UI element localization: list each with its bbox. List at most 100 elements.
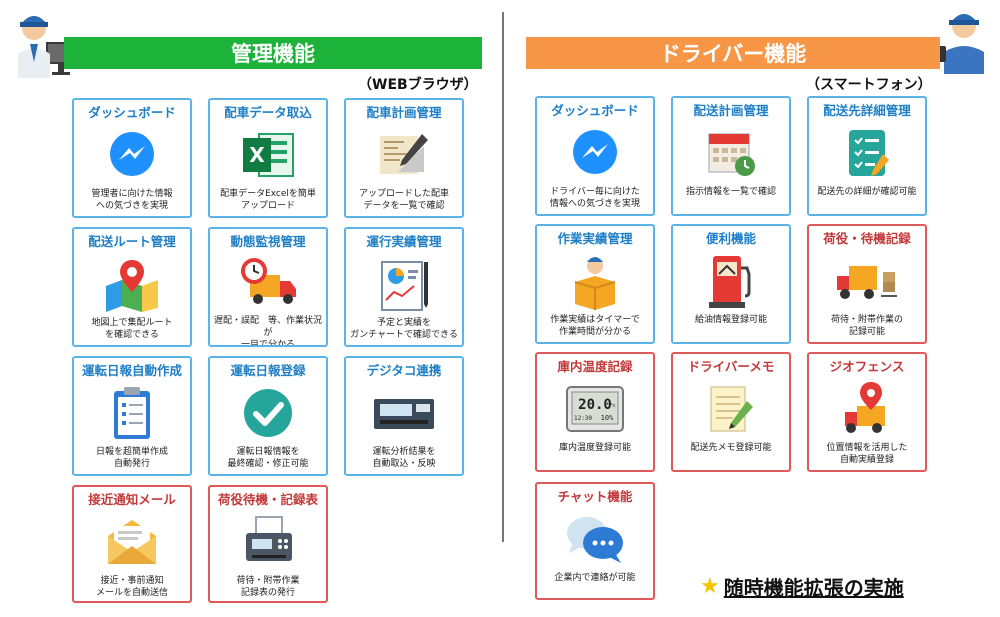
mgmt-card-report-register: 運転日報登録 運転日報情報を 最終確認・修正可能 [208,356,328,476]
card-desc: アップロードした配車 データを一覧で確認 [358,189,449,211]
card-desc: 配送先メモ登録可能 [690,443,772,453]
card-desc: 日報を超簡単作成 自動発行 [95,447,168,469]
management-subtitle: （WEBブラウザ） [358,77,478,93]
card-title: 配車データ取込 [224,105,312,120]
fuel-pump-icon [699,252,763,310]
card-desc: 管理者に向けた情報 への気づきを実現 [91,189,173,211]
feature-expansion-note: ★ 随時機能拡張の実施 [700,572,904,601]
temperature-unit: °c [610,403,616,409]
drv-card-work-record: 作業実績管理 作業実績はタイマーで 作業時間が分かる [535,224,655,344]
messenger-icon [100,126,164,184]
fax-printer-icon [236,513,300,571]
card-title: 便利機能 [705,231,756,246]
drv-card-destination-detail: 配送先詳細管理 配送先の詳細が確認可能 [807,96,927,216]
memo-pencil-icon [699,380,763,438]
card-desc: 企業内で連絡が可能 [554,573,636,583]
card-desc: 配車データExcelを簡単 アップロード [220,189,316,211]
envelope-icon [100,513,164,571]
feature-expansion-text: 随時機能拡張の実施 [723,576,904,600]
chat-bubbles-icon [563,510,627,568]
admin-person-illustration [10,2,82,84]
drv-card-temperature-record: 庫内温度記録 20.0°c 12:30 10% 庫内温度登録可能 [535,352,655,472]
worker-box-icon [563,252,627,310]
card-title: 接近通知メール [88,492,176,507]
card-desc: 予定と実績を ガンチャートで確認できる [350,318,458,340]
mgmt-card-dashboard: ダッシュボード 管理者に向けた情報 への気づきを実現 [72,98,192,218]
management-title: 管理機能 [231,42,315,66]
checklist-icon [835,124,899,182]
card-title: 動態監視管理 [230,234,306,249]
messenger-icon [563,124,627,182]
mgmt-card-motion-monitor: 動態監視管理 遅配・誤配 等、作業状況が 一目で分かる [208,227,328,347]
card-desc: ドライバー毎に向けた 情報への気づきを実現 [549,187,640,209]
card-desc: 庫内温度登録可能 [558,443,631,453]
card-title: チャット機能 [557,489,633,504]
card-desc: 指示情報を一覧で確認 [685,187,776,197]
card-title: 運転日報自動作成 [81,363,182,378]
drv-card-convenience: 便利機能 給油情報登録可能 [671,224,791,344]
check-circle-icon [236,384,300,442]
svg-text:X: X [249,143,265,167]
driver-title: ドライバー機能 [659,42,807,66]
card-title: 運転日報登録 [230,363,306,378]
card-title: ドライバーメモ [687,359,775,374]
management-banner: 管理機能 [64,37,482,69]
card-desc: 遅配・誤配 等、作業状況が 一目で分かる [213,316,322,347]
mgmt-card-dispatch-plan: 配車計画管理 アップロードした配車 データを一覧で確認 [344,98,464,218]
section-divider [502,12,504,542]
card-title: 庫内温度記録 [557,359,633,374]
temperature-readout: 20.0 [578,397,612,413]
card-title: 荷役待機・記録表 [217,492,318,507]
driver-banner: ドライバー機能 [526,37,940,69]
card-desc: 荷待・附帯作業 記録表の発行 [236,576,300,598]
drv-card-geofence: ジオフェンス 位置情報を活用した 自動実績登録 [807,352,927,472]
card-title: 配送ルート管理 [88,234,176,249]
time-readout: 12:30 [574,415,592,422]
drv-card-chat: チャット機能 企業内で連絡が可能 [535,482,655,600]
clipboard-icon [100,384,164,442]
geofence-truck-icon [835,380,899,438]
card-desc: 位置情報を活用した 自動実績登録 [826,443,908,465]
card-title: 配送計画管理 [693,103,769,118]
mgmt-card-dispatch-import: 配車データ取込 X 配車データExcelを簡単 アップロード [208,98,328,218]
card-title: 荷役・待機記録 [823,231,911,246]
card-title: ダッシュボード [88,105,176,120]
card-title: ダッシュボード [551,103,639,118]
star-icon: ★ [700,574,720,599]
thermometer-display-icon: 20.0°c 12:30 10% [563,380,627,438]
card-desc: 給油情報登録可能 [694,315,767,325]
card-title: 作業実績管理 [557,231,633,246]
card-title: 配送先詳細管理 [823,103,911,118]
mgmt-card-digitaco: デジタコ連携 運転分析結果を 自動取込・反映 [344,356,464,476]
report-chart-icon [372,255,436,313]
mgmt-card-auto-report: 運転日報自動作成 日報を超簡単作成 自動発行 [72,356,192,476]
drv-card-dashboard: ダッシュボード ドライバー毎に向けた 情報への気づきを実現 [535,96,655,216]
card-title: 運行実績管理 [366,234,442,249]
driver-person-illustration [928,2,994,80]
card-desc: 地図上で集配ルート を確認できる [91,318,173,340]
card-desc: 運転分析結果を 自動取込・反映 [372,447,436,469]
truck-cargo-icon [835,252,899,310]
mgmt-card-operation-record: 運行実績管理 予定と実績を ガンチャートで確認できる [344,227,464,347]
drv-card-driver-memo: ドライバーメモ 配送先メモ登録可能 [671,352,791,472]
mgmt-card-cargo-wait-record: 荷役待機・記録表 荷待・附帯作業 記録表の発行 [208,485,328,603]
mgmt-card-approach-mail: 接近通知メール 接近・事前通知 メールを自動送信 [72,485,192,603]
card-desc: 接近・事前通知 メールを自動送信 [95,576,168,598]
card-desc: 荷待・附帯作業の 記録可能 [830,315,903,337]
card-title: ジオフェンス [829,359,905,374]
clock-truck-icon [236,255,300,311]
blueprint-icon [372,126,436,184]
mgmt-card-route: 配送ルート管理 地図上で集配ルート を確認できる [72,227,192,347]
card-title: デジタコ連携 [366,363,442,378]
card-desc: 運転日報情報を 最終確認・修正可能 [227,447,309,469]
excel-icon: X [236,126,300,184]
driver-subtitle: （スマートフォン） [806,77,932,93]
card-desc: 配送先の詳細が確認可能 [817,187,917,197]
map-pin-icon [100,255,164,313]
drv-card-delivery-plan: 配送計画管理 指示情報を一覧で確認 [671,96,791,216]
drv-card-cargo-wait-record: 荷役・待機記録 荷待・附帯作業の 記録可能 [807,224,927,344]
digital-tachograph-icon [372,384,436,442]
card-title: 配車計画管理 [366,105,442,120]
humidity-readout: 10% [601,414,614,422]
calendar-clock-icon [699,124,763,182]
